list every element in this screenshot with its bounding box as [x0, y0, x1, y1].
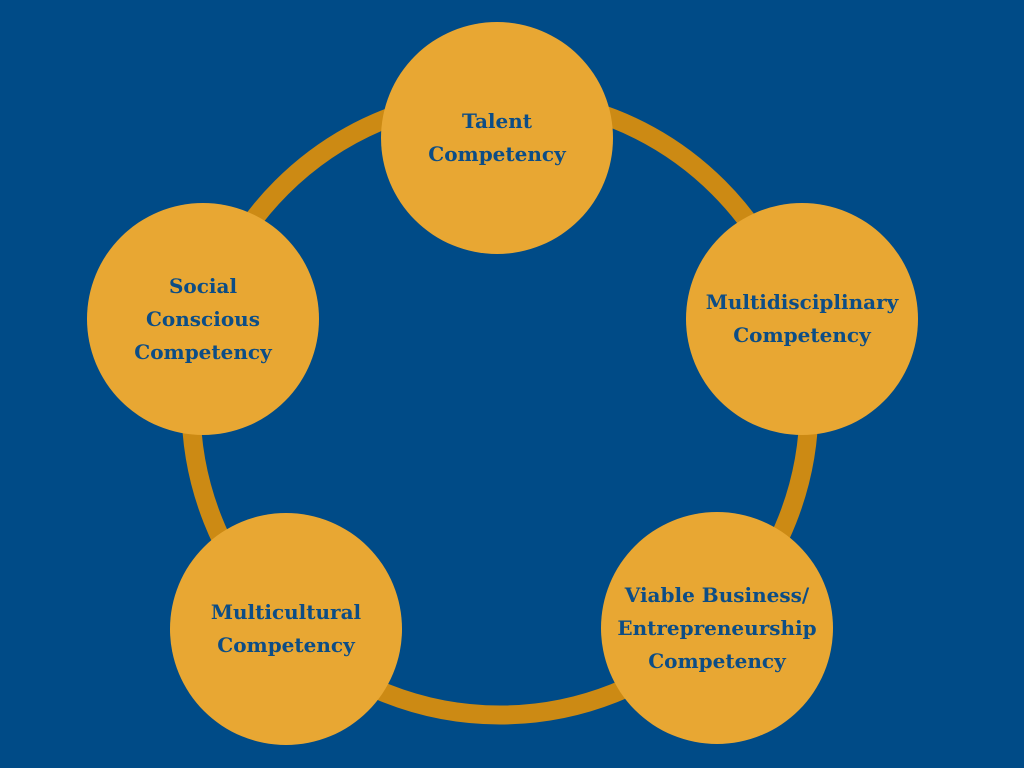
multidisciplinary-competency-node: Multidisciplinary Competency — [686, 203, 918, 435]
social-conscious-competency-node: Social Conscious Competency — [87, 203, 319, 435]
talent-competency-label: Talent Competency — [428, 109, 566, 166]
talent-competency-node: Talent Competency — [381, 22, 613, 254]
multidisciplinary-competency-label: Multidisciplinary Competency — [705, 290, 899, 347]
social-conscious-competency-label: Social Conscious Competency — [134, 273, 272, 364]
multicultural-competency-label: Multicultural Competency — [210, 600, 362, 657]
multicultural-competency-node: Multicultural Competency — [170, 513, 402, 745]
viable-business-competency-node: Viable Business/ Entrepreneurship Compet… — [601, 512, 833, 744]
viable-business-competency-label: Viable Business/ Entrepreneurship Compet… — [617, 582, 817, 673]
